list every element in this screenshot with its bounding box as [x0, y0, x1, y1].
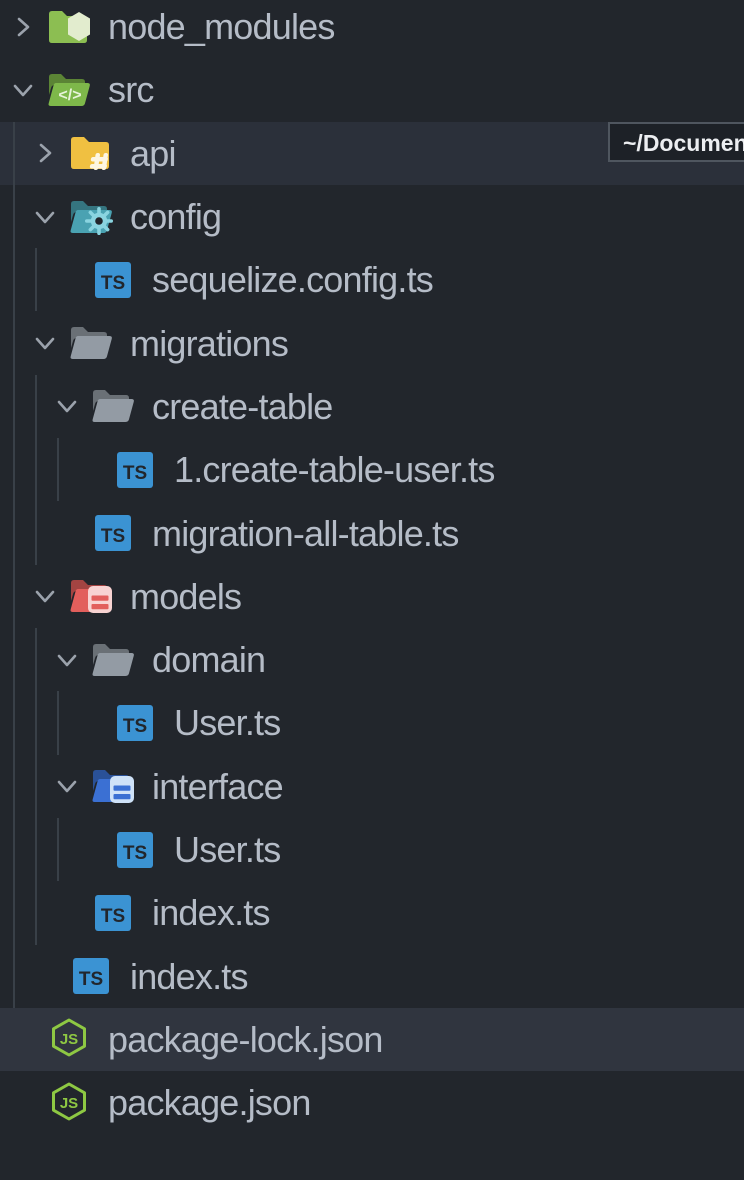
folder-gray-icon [68, 320, 114, 366]
chevron-placeholder [8, 1024, 38, 1054]
chevron-placeholder [74, 835, 104, 865]
tree-row-node-modules[interactable]: node_modules [0, 0, 744, 58]
file-name: 1.create-table-user.ts [174, 438, 495, 501]
folder-api-icon [68, 130, 114, 176]
folder-node-icon [46, 4, 92, 50]
chevron-placeholder [30, 961, 60, 991]
folder-name: config [130, 185, 221, 248]
file-name: package.json [108, 1071, 311, 1134]
tree-row-config[interactable]: config [0, 185, 744, 248]
tree-row-index-ts[interactable]: TS index.ts [0, 945, 744, 1008]
tree-row-sequelize-config-ts[interactable]: TS sequelize.config.ts [0, 248, 744, 311]
chevron-placeholder [74, 708, 104, 738]
folder-config-icon [68, 194, 114, 240]
file-name: User.ts [174, 818, 280, 881]
folder-name: domain [152, 628, 265, 691]
tree-row-migrations[interactable]: migrations [0, 312, 744, 375]
svg-text:TS: TS [79, 969, 103, 990]
typescript-icon: TS [90, 510, 136, 556]
chevron-down-icon[interactable] [30, 581, 60, 611]
svg-text:JS: JS [60, 1095, 78, 1112]
chevron-down-icon[interactable] [52, 391, 82, 421]
folder-src-icon: </> [46, 67, 92, 113]
file-name: package-lock.json [108, 1008, 383, 1071]
chevron-placeholder [52, 265, 82, 295]
tree-row-user-ts[interactable]: TS User.ts [0, 691, 744, 754]
folder-name: models [130, 565, 241, 628]
chevron-down-icon[interactable] [8, 75, 38, 105]
chevron-down-icon[interactable] [52, 645, 82, 675]
folder-name: node_modules [108, 0, 335, 58]
indent-guide [57, 818, 59, 881]
svg-text:</>: </> [58, 87, 81, 104]
tree-row-domain[interactable]: domain [0, 628, 744, 691]
folder-gray-icon [90, 637, 136, 683]
nodejs-icon: JS [46, 1016, 92, 1062]
typescript-icon: TS [112, 827, 158, 873]
file-name: User.ts [174, 691, 280, 754]
folder-gray-icon [90, 383, 136, 429]
chevron-placeholder [52, 898, 82, 928]
folder-name: src [108, 58, 154, 121]
file-name: index.ts [130, 945, 248, 1008]
folder-name: interface [152, 755, 283, 818]
file-name: migration-all-table.ts [152, 502, 459, 565]
tree-row-package-json[interactable]: JS package.json [0, 1071, 744, 1134]
svg-text:TS: TS [101, 526, 125, 547]
chevron-right-icon[interactable] [8, 12, 38, 42]
tree-row-create-table[interactable]: create-table [0, 375, 744, 438]
svg-text:TS: TS [123, 463, 147, 484]
typescript-icon: TS [112, 700, 158, 746]
path-tooltip: ~/Documents [608, 122, 744, 162]
tree-row-migration-all-table-ts[interactable]: TS migration-all-table.ts [0, 501, 744, 564]
indent-guide [57, 691, 59, 754]
svg-text:JS: JS [60, 1031, 78, 1048]
chevron-placeholder [52, 518, 82, 548]
chevron-right-icon[interactable] [30, 138, 60, 168]
typescript-icon: TS [112, 447, 158, 493]
indent-guide [35, 375, 37, 565]
folder-interface-icon [90, 763, 136, 809]
chevron-down-icon[interactable] [52, 771, 82, 801]
folder-name: create-table [152, 375, 333, 438]
svg-text:TS: TS [101, 906, 125, 927]
indent-guide [35, 248, 37, 311]
typescript-icon: TS [68, 953, 114, 999]
indent-guide [13, 122, 15, 1008]
tree-row-index-ts[interactable]: TS index.ts [0, 881, 744, 944]
folder-name: api [130, 122, 176, 185]
svg-text:TS: TS [101, 273, 125, 294]
typescript-icon: TS [90, 257, 136, 303]
tree-row-package-lock-json[interactable]: JS package-lock.json [0, 1008, 744, 1071]
indent-guide [57, 438, 59, 501]
folder-name: migrations [130, 312, 288, 375]
chevron-placeholder [74, 455, 104, 485]
file-name: index.ts [152, 881, 270, 944]
nodejs-icon: JS [46, 1080, 92, 1126]
svg-text:TS: TS [123, 716, 147, 737]
tree-row-src[interactable]: </> src [0, 58, 744, 121]
tree-row-interface[interactable]: interface [0, 755, 744, 818]
tree-row-models[interactable]: models [0, 565, 744, 628]
folder-models-icon [68, 573, 114, 619]
svg-text:TS: TS [123, 843, 147, 864]
tree-row-1-create-table-user-ts[interactable]: TS 1.create-table-user.ts [0, 438, 744, 501]
indent-guide [35, 628, 37, 945]
chevron-down-icon[interactable] [30, 328, 60, 358]
tree-row-user-ts[interactable]: TS User.ts [0, 818, 744, 881]
file-name: sequelize.config.ts [152, 248, 433, 311]
chevron-placeholder [8, 1088, 38, 1118]
typescript-icon: TS [90, 890, 136, 936]
chevron-down-icon[interactable] [30, 202, 60, 232]
